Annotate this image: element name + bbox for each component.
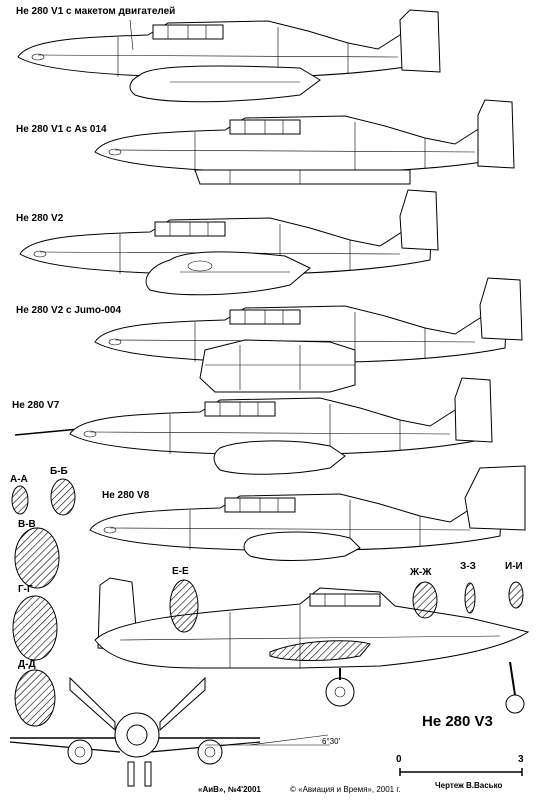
publisher-credit: © «Авиация и Время», 2001 г.	[290, 785, 401, 794]
view-label-v1-mockup: He 280 V1 с макетом двигателей	[16, 6, 176, 17]
scale-bar	[399, 768, 523, 776]
section-label: Г-Г	[18, 584, 33, 595]
side-view-v1-as014	[94, 99, 515, 185]
side-view-v1-mockup	[17, 9, 441, 103]
side-view-v3	[94, 577, 530, 714]
side-view-v2-jumo004	[94, 277, 523, 393]
scale-start-label: 0	[396, 754, 402, 765]
cross-sections	[11, 478, 524, 727]
section-label: З-З	[460, 561, 476, 572]
main-view-label: He 280 V3	[422, 713, 493, 730]
scale-end-label: 3	[518, 754, 524, 765]
view-label-v8: He 280 V8	[102, 490, 150, 501]
view-label-v7: He 280 V7	[12, 400, 60, 411]
section-label: Б-Б	[50, 466, 68, 477]
side-view-v8	[89, 465, 526, 561]
side-view-v2	[19, 189, 439, 296]
section-label: А-А	[10, 474, 28, 485]
section-label: И-И	[505, 561, 523, 572]
view-label-v2: He 280 V2	[16, 213, 64, 224]
section-label: В-В	[18, 519, 36, 530]
section-label: Е-Е	[172, 566, 189, 577]
section-label: Ж-Ж	[410, 567, 432, 578]
issue-credit: «АиВ», №4'2001	[198, 785, 261, 794]
dihedral-angle-label: 6°30'	[322, 737, 341, 746]
section-label: Д-Д	[18, 659, 36, 670]
front-view-v3	[9, 676, 330, 787]
view-label-v2-jumo004: He 280 V2 с Jumo-004	[16, 305, 122, 316]
view-label-v1-as014: He 280 V1 с As 014	[16, 124, 107, 135]
side-view-v7	[14, 377, 493, 475]
author-credit: Чертеж В.Васько	[435, 781, 503, 790]
